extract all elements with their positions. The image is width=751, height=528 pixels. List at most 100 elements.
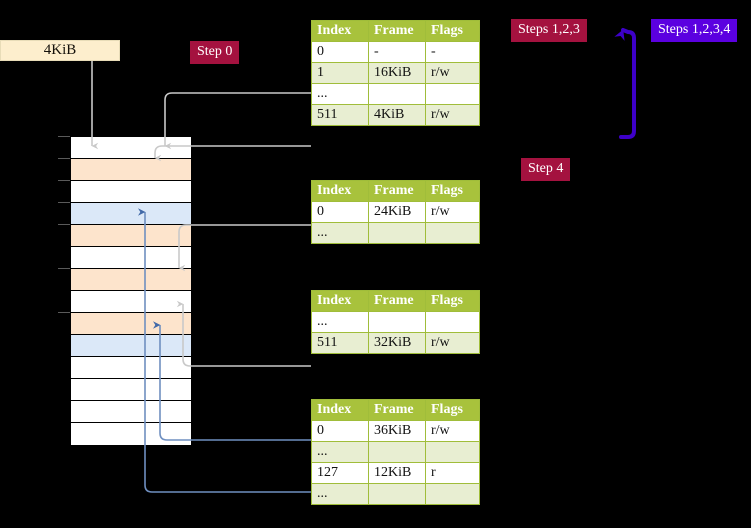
cell-frame: 16KiB: [368, 62, 426, 84]
memory-frame-row[interactable]: [71, 357, 191, 379]
cell-index: 0: [311, 41, 369, 63]
memory-scale-tick: [58, 312, 70, 313]
column-header-frame: Frame: [368, 290, 426, 312]
table-row[interactable]: ...: [311, 483, 480, 505]
table-row[interactable]: 0--: [311, 41, 480, 63]
cell-index: ...: [311, 222, 369, 244]
memory-scale-tick: [58, 158, 70, 159]
column-header-flags: Flags: [425, 180, 480, 202]
step-0-badge: Step 0: [190, 41, 240, 64]
column-header-frame: Frame: [368, 20, 426, 42]
memory-scale-tick: [58, 268, 70, 269]
step-4-badge: Step 4: [521, 158, 571, 181]
column-header-flags: Flags: [425, 399, 480, 421]
memory-frame-row[interactable]: [71, 423, 191, 445]
memory-frame-row[interactable]: [71, 335, 191, 357]
column-header-index: Index: [311, 290, 369, 312]
cell-index: ...: [311, 441, 369, 463]
cell-flags: r/w: [425, 104, 480, 126]
memory-scale-tick: [58, 180, 70, 181]
memory-frame-row[interactable]: [71, 137, 191, 159]
cell-frame: 32KiB: [368, 332, 426, 354]
memory-frame-row[interactable]: [71, 181, 191, 203]
memory-frame-row[interactable]: [71, 291, 191, 313]
cell-index: 0: [311, 420, 369, 442]
cell-frame: 4KiB: [368, 104, 426, 126]
cell-frame: [368, 83, 426, 105]
cell-flags: [425, 222, 480, 244]
cell-flags: r/w: [425, 420, 480, 442]
memory-frame-row[interactable]: [71, 247, 191, 269]
memory-frame-row[interactable]: [71, 401, 191, 423]
cell-flags: [425, 441, 480, 463]
column-header-index: Index: [311, 399, 369, 421]
cell-flags: [425, 83, 480, 105]
cell-flags: [425, 311, 480, 333]
table-row[interactable]: ...: [311, 311, 480, 333]
memory-frame-row[interactable]: [71, 313, 191, 335]
memory-frame-row[interactable]: [71, 269, 191, 291]
cell-frame: 36KiB: [368, 420, 426, 442]
cell-flags: [425, 483, 480, 505]
cell-index: 0: [311, 201, 369, 223]
cell-index: 1: [311, 62, 369, 84]
column-header-index: Index: [311, 180, 369, 202]
cell-index: ...: [311, 83, 369, 105]
memory-frame-row[interactable]: [71, 379, 191, 401]
wire-pd-row511: [176, 300, 311, 367]
memory-scale-tick: [58, 224, 70, 225]
cell-flags: r: [425, 462, 480, 484]
cell-flags: r/w: [425, 62, 480, 84]
column-header-frame: Frame: [368, 399, 426, 421]
cell-frame: [368, 311, 426, 333]
cell-flags: r/w: [425, 201, 480, 223]
cell-flags: -: [425, 41, 480, 63]
steps-123-badge: Steps 1,2,3: [511, 19, 587, 42]
cell-index: 511: [311, 104, 369, 126]
table-row[interactable]: ...: [311, 222, 480, 244]
cell-frame: [368, 441, 426, 463]
cell-frame: [368, 222, 426, 244]
table-row[interactable]: ...: [311, 83, 480, 105]
page-size-box: 4KiB: [0, 40, 120, 61]
column-header-frame: Frame: [368, 180, 426, 202]
cell-index: ...: [311, 311, 369, 333]
physical-memory-column: [70, 136, 191, 445]
wire-pdpt-row0: [178, 224, 311, 272]
cell-index: 127: [311, 462, 369, 484]
table-row[interactable]: ...: [311, 441, 480, 463]
memory-scale-tick: [58, 136, 70, 137]
memory-frame-row[interactable]: [71, 225, 191, 247]
cell-frame: -: [368, 41, 426, 63]
column-header-flags: Flags: [425, 290, 480, 312]
cell-index: ...: [311, 483, 369, 505]
steps-1234-badge: Steps 1,2,3,4: [651, 19, 738, 42]
memory-scale-tick: [58, 202, 70, 203]
column-header-index: Index: [311, 20, 369, 42]
memory-frame-row[interactable]: [71, 203, 191, 225]
memory-frame-row[interactable]: [71, 159, 191, 181]
column-header-flags: Flags: [425, 20, 480, 42]
steps-1234-bracket-arrow: [614, 28, 636, 139]
cell-index: 511: [311, 332, 369, 354]
cell-frame: [368, 483, 426, 505]
cell-frame: 12KiB: [368, 462, 426, 484]
